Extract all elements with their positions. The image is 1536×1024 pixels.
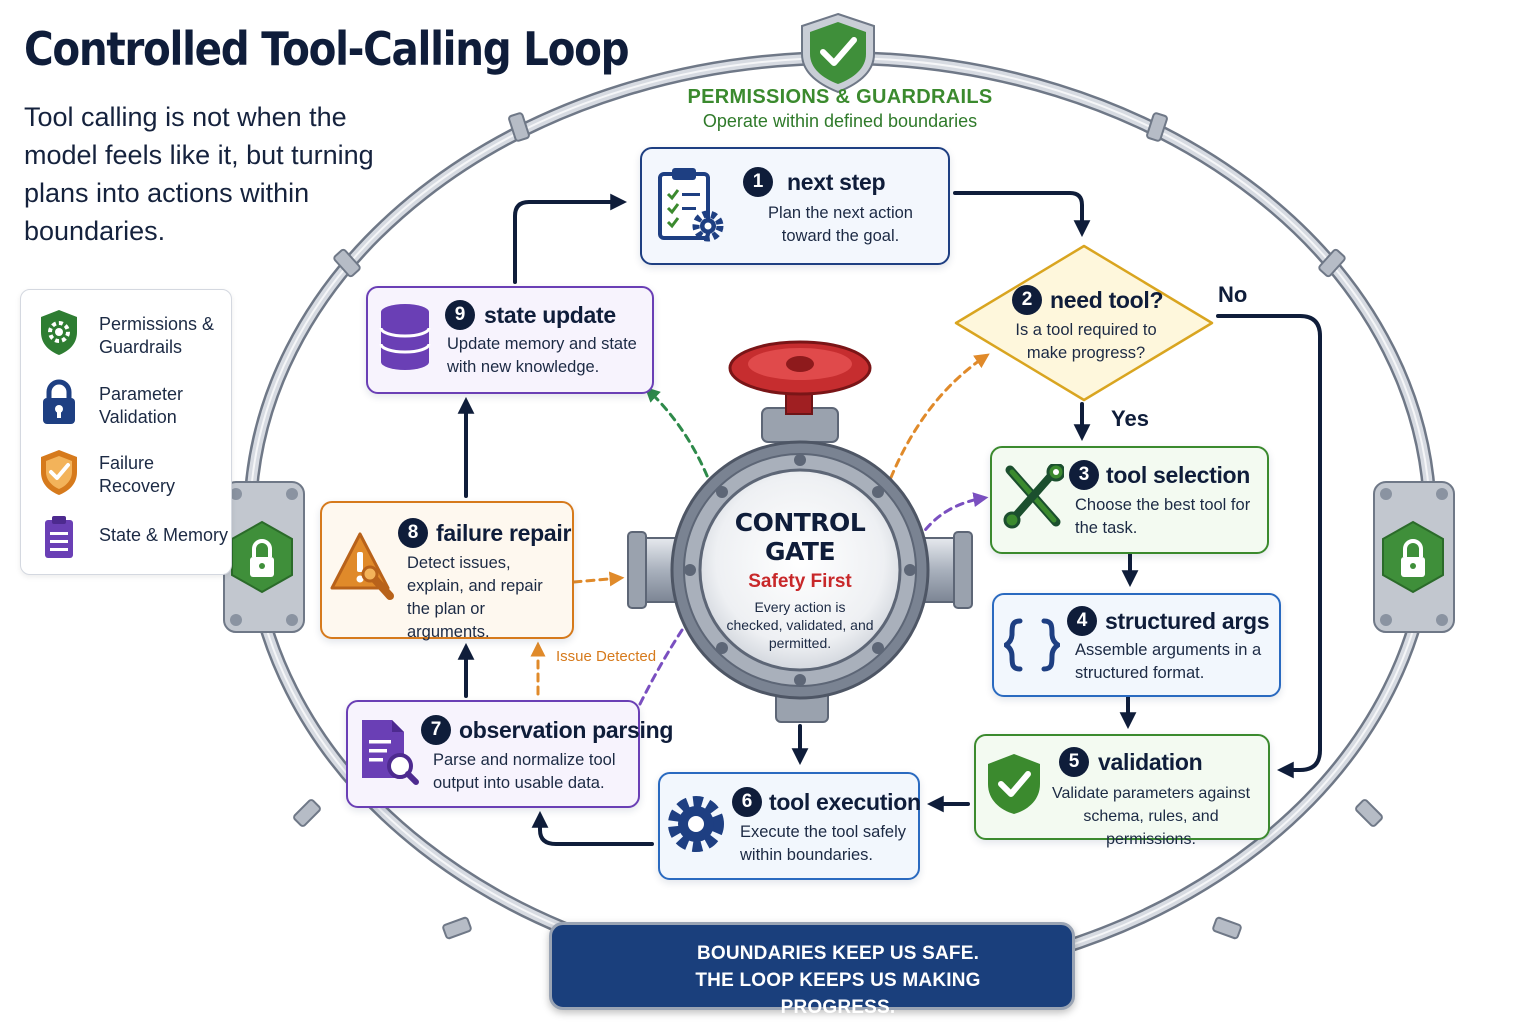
permissions-subtitle: Operate within defined boundaries [702,111,978,131]
step-badge-4: 4 [1067,606,1097,636]
step-badge-7: 7 [421,715,451,745]
shield-check-icon [41,450,77,495]
legend-label-permissions: Permissions & Guardrails [99,314,215,357]
step-title-failure-repair: failure repair [436,520,572,546]
step-title-need-tool: need tool? [1050,287,1164,313]
shield-gear-icon [41,310,77,355]
clipboard-icon [45,516,73,558]
legend-label-state: State & Memory [99,525,229,545]
arrow-9-to-1 [513,193,628,284]
wrench-screwdriver-icon [1003,464,1064,529]
branch-label-no: No [1218,282,1248,307]
step-title-tool-execution: tool execution [769,789,921,815]
node-structured-args [992,593,1281,697]
control-gate-safety: Safety First [748,571,852,592]
step-badge-3: 3 [1069,460,1099,490]
legend-panel: Permissions & Guardrails Parameter Valid… [20,289,232,575]
permissions-title: PERMISSIONS & GUARDRAILS [687,86,993,108]
step-desc-observation-parsing: Parse and normalize tool output into usa… [433,751,616,792]
document-search-icon [362,720,419,785]
top-shield-check-icon [801,12,875,94]
banner-line-2: THE LOOP KEEPS US MAKING PROGRESS. [695,970,981,1018]
banner-line-1: BOUNDARIES KEEP US SAFE. [696,943,980,964]
arrow-2-no-to-5 [1216,314,1322,779]
control-gate-description: Every action is checked, validated, and … [726,599,874,651]
dashed-8-to-gate [572,571,625,587]
branch-label-yes: Yes [1111,406,1149,431]
step-badge-8: 8 [398,518,428,548]
step-title-validation: validation [1098,749,1203,775]
page-title: Controlled Tool-Calling Loop [24,22,630,76]
arrow-1-to-2 [953,191,1091,238]
right-lock-icon [1373,481,1455,633]
page-subtitle: Tool calling is not when the model feels… [24,102,374,246]
step-desc-tool-selection: Choose the best tool for the task. [1075,496,1251,537]
step-badge-1: 1 [743,167,773,197]
dashed-gate-to-2 [884,353,990,492]
control-gate-valve [627,340,973,723]
step-title-state-update: state update [484,302,616,328]
step-title-structured-args: structured args [1105,608,1270,634]
step-badge-5: 5 [1059,747,1089,777]
issue-detected-label: Issue Detected [556,648,657,665]
decision-diamond [954,244,1214,402]
arrow-6-to-7 [531,810,654,846]
warning-wrench-icon [330,532,394,600]
validation-shield-check-icon [988,754,1040,814]
lock-icon [43,379,75,424]
left-lock-icon [223,481,305,633]
legend-label-recovery: Failure Recovery [99,453,176,496]
step-desc-failure-repair: Detect issues, explain, and repair the p… [407,554,543,641]
control-gate-title: CONTROL GATE [734,508,866,566]
step-title-observation-parsing: observation parsing [459,717,674,743]
clipboard-gear-icon [658,168,724,242]
step-desc-validation: Validate parameters against schema, rule… [1051,785,1251,848]
dashed-gate-to-9 [644,386,714,490]
step-title-next-step: next step [787,169,886,195]
step-title-tool-selection: tool selection [1106,462,1251,488]
database-icon [379,304,431,370]
bottom-banner [549,922,1075,1010]
legend-label-validation: Parameter Validation [99,384,184,427]
step-desc-structured-args: Assemble arguments in a structured forma… [1075,641,1262,682]
dashed-7-to-gate [638,622,688,706]
step-desc-tool-execution: Execute the tool safely within boundarie… [740,823,907,864]
gear-icon [668,796,724,852]
banner-text: BOUNDARIES KEEP US SAFE. THE LOOP KEEPS … [648,940,1028,1021]
step-desc-next-step: Plan the next action toward the goal. [768,204,913,245]
step-badge-2: 2 [1012,285,1042,315]
step-desc-need-tool: Is a tool required to make progress? [1015,321,1157,362]
step-badge-6: 6 [732,787,762,817]
curly-braces-icon [1004,618,1060,672]
ring-couplers [293,112,1383,940]
dashed-gate-to-3 [916,492,989,542]
step-badge-9: 9 [445,300,475,330]
step-desc-state-update: Update memory and state with new knowled… [447,335,637,376]
